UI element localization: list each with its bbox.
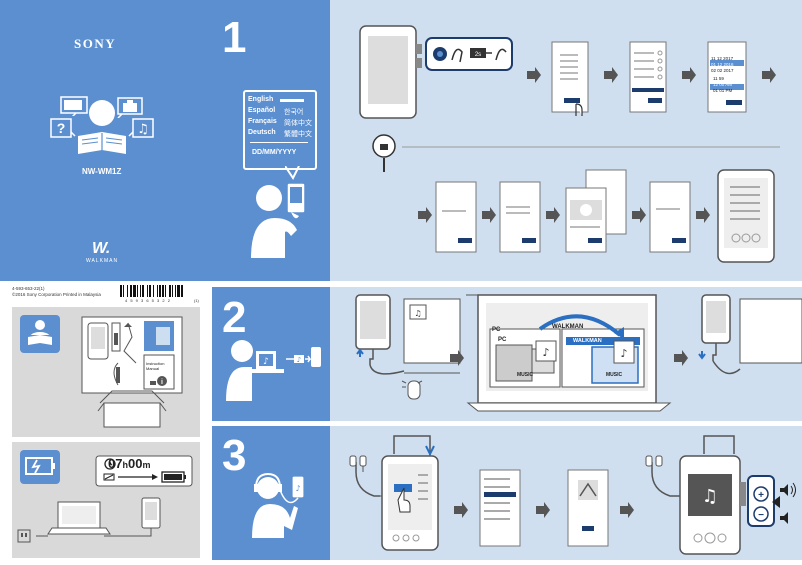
part-number: 4-593-653-22(1): [12, 286, 45, 291]
charge-illustration: [17, 450, 193, 543]
pc-label: PC: [492, 327, 501, 333]
date-format-label: DD/MM/YYYY: [252, 149, 297, 156]
barcode-bar: [172, 285, 173, 297]
charge-minutes: 00: [127, 456, 143, 471]
language-bubble: [243, 90, 317, 170]
brand-logo: SONY: [74, 36, 117, 51]
language-option[interactable]: Français: [248, 118, 277, 125]
barcode-bar: [147, 285, 148, 297]
date-row: 11 12 2017: [711, 56, 734, 61]
walkman-label: WALKMAN: [552, 324, 584, 330]
barcode-bar: [181, 285, 183, 297]
model-name: NW-WM1Z: [82, 167, 122, 176]
bubble-divider: [250, 142, 308, 143]
date-picker-text: 11 12 2017 01 12 2016 02 02 2017: [711, 56, 734, 74]
svg-text:♫: ♫: [137, 122, 149, 137]
copyright: ©2016 Sony Corporation Printed in Malays…: [12, 292, 101, 297]
walkman-logo-mark: W.: [92, 240, 111, 257]
step2-number: 2: [222, 293, 247, 342]
walkman-logo-word: WALKMAN: [86, 258, 119, 264]
barcode-bar: [175, 285, 176, 297]
language-highlight-bar: [280, 99, 304, 102]
barcode-bar: [169, 285, 171, 297]
battery-icon: [60, 96, 88, 116]
svg-text:♪: ♪: [297, 356, 301, 364]
language-option[interactable]: Español: [248, 107, 276, 114]
music-note-icon: ♫: [128, 118, 154, 138]
svg-text:♪: ♪: [620, 347, 627, 360]
barcode-bar: [127, 285, 128, 297]
svg-text:+: +: [758, 490, 764, 501]
step2-content-illustration: ♫ ♪ ♪: [355, 294, 802, 412]
briefcase-icon: [117, 97, 143, 118]
date-row[interactable]: 01 12 2016: [711, 62, 734, 67]
barcode-bar: [137, 285, 138, 297]
manual-label: Manual: [146, 366, 160, 371]
walkman-folder-label: WALKMAN: [573, 338, 602, 344]
svg-text:2s: 2s: [475, 52, 481, 58]
svg-text:♪: ♪: [295, 484, 300, 493]
date-row: 02 02 2017: [711, 68, 734, 73]
svg-text:♫: ♫: [414, 309, 421, 318]
svg-text:i: i: [161, 379, 163, 386]
barcode-bar: [162, 285, 164, 297]
language-option[interactable]: 한국어: [284, 109, 304, 116]
charge-hours-unit: h: [122, 460, 128, 470]
time-picker-text: 11 59 12 00 AM 01 01 PM: [713, 76, 732, 94]
svg-text:♫: ♫: [702, 486, 718, 507]
barcode-bar: [153, 285, 154, 297]
svg-text:♪: ♪: [263, 357, 269, 367]
step3-number: 3: [222, 431, 247, 480]
music-folder-label-walkman: MUSIC: [606, 372, 623, 378]
question-icon: ?: [50, 118, 76, 138]
language-option[interactable]: 简体中文: [284, 120, 312, 127]
person-with-player-illustration: [251, 182, 306, 258]
barcode-bar: [142, 285, 144, 297]
language-option[interactable]: 繁體中文: [284, 131, 312, 138]
barcode-bar: [120, 285, 122, 297]
barcode-bar: [177, 285, 180, 297]
barcode: [120, 285, 183, 297]
barcode-digits: 4 5 9 3 6 5 3 2 2: [125, 298, 171, 303]
barcode-suffix: (1): [194, 298, 199, 303]
barcode-bar: [140, 285, 141, 297]
music-folder-label: MUSIC: [517, 372, 534, 378]
charge-minutes-unit: m: [142, 460, 151, 470]
step1-row1: 2s: [359, 25, 780, 172]
barcode-bar: [165, 285, 166, 297]
step1-row2: [418, 169, 775, 263]
svg-text:♪: ♪: [542, 346, 549, 359]
manual-label: Instruction: [146, 361, 165, 366]
barcode-bar: [130, 285, 132, 297]
svg-text:−: −: [758, 510, 764, 521]
step2-person-illustration: ♪ ♪: [226, 340, 321, 401]
barcode-bar: [159, 285, 161, 297]
pc-label-inner: PC: [498, 337, 507, 343]
time-row: 11 59: [713, 76, 724, 81]
barcode-bar: [133, 285, 136, 297]
contents-illustration: i: [20, 315, 183, 428]
language-list: English Español 한국어 Français 简体中文 Deutsch 繁…: [248, 96, 312, 140]
reading-person-illustration: [74, 100, 130, 154]
step3-person-illustration: ♪: [252, 472, 305, 538]
time-row[interactable]: 12 00 AM: [713, 82, 733, 87]
charge-hours: 07: [108, 456, 123, 471]
svg-text:?: ?: [57, 120, 66, 136]
barcode-bar: [123, 285, 124, 297]
step3-content-illustration: ♫ + −: [349, 435, 796, 555]
language-option[interactable]: English: [248, 96, 274, 103]
language-option[interactable]: Deutsch: [248, 129, 276, 136]
charge-time: 07h00m: [108, 456, 150, 471]
barcode-bar: [149, 285, 151, 297]
time-row: 01 01 PM: [713, 88, 733, 93]
bubble-tail: [285, 166, 300, 180]
step1-number: 1: [222, 13, 247, 62]
barcode-bar: [157, 285, 158, 297]
